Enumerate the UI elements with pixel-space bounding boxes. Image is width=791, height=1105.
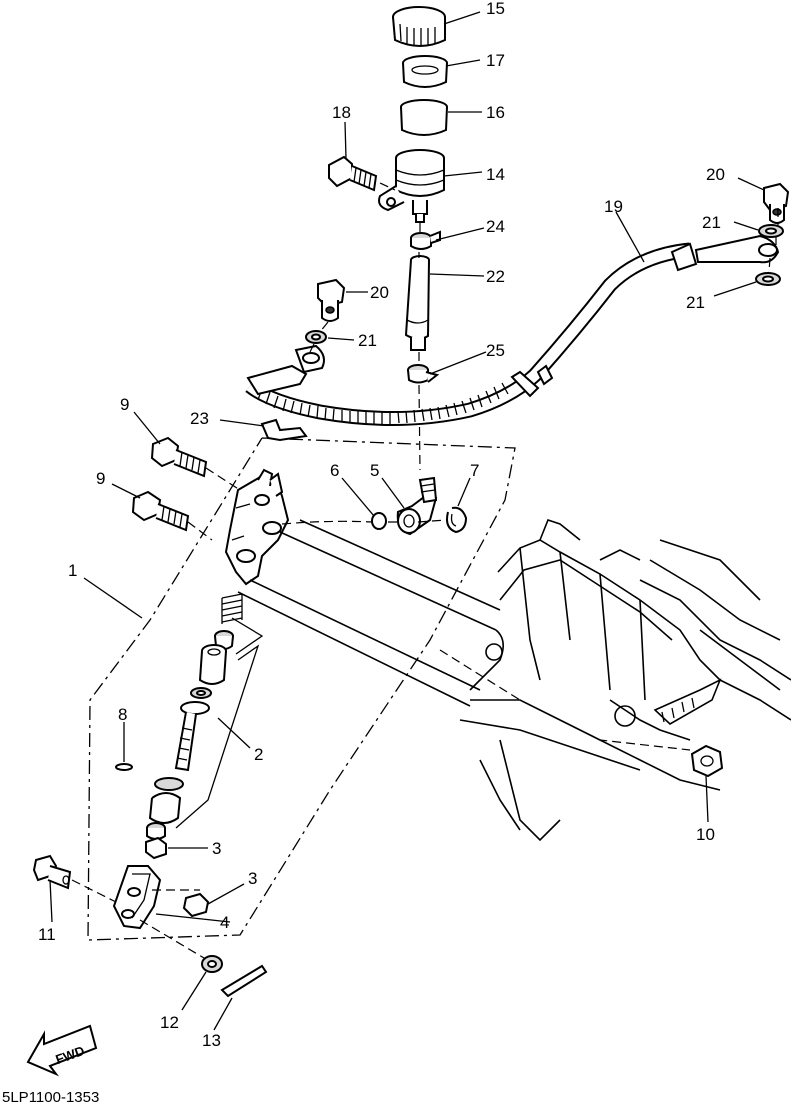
callout-25: 25 (486, 341, 505, 360)
washer[interactable] (201, 955, 223, 973)
callout-4: 4 (220, 913, 229, 932)
callout-15: 15 (486, 0, 505, 18)
cotter-pin[interactable] (220, 964, 268, 998)
master-cylinder[interactable] (224, 468, 290, 586)
hose-clip-lower[interactable] (407, 364, 440, 384)
leader-lines (49, 11, 765, 1031)
callout-23: 23 (190, 409, 209, 428)
callout-6: 6 (330, 461, 339, 480)
callout-16: 16 (486, 103, 505, 122)
cup-secondary[interactable] (190, 687, 212, 699)
hose-guide[interactable] (260, 418, 308, 442)
callout-21-right-lower: 21 (686, 293, 705, 312)
callout-14: 14 (486, 165, 505, 184)
callout-24: 24 (486, 217, 505, 236)
reservoir-bolt[interactable] (328, 155, 378, 192)
cap-plate[interactable] (402, 55, 448, 88)
callout-10: 10 (696, 825, 715, 844)
push-rod[interactable] (174, 701, 210, 772)
assembly-boundary (87, 437, 516, 941)
callout-18: 18 (332, 103, 351, 122)
reservoir-tank[interactable] (378, 149, 445, 223)
clevis-nut[interactable] (182, 892, 210, 918)
o-ring[interactable] (371, 512, 387, 530)
diagram-code: 5LP1100-1353 (2, 1089, 99, 1105)
callout-20-left: 20 (370, 283, 389, 302)
callout-8: 8 (118, 705, 127, 724)
cotter-pin-small[interactable] (115, 763, 133, 771)
diaphragm[interactable] (400, 99, 448, 136)
callout-17: 17 (486, 51, 505, 70)
callout-12: 12 (160, 1013, 179, 1032)
rod-boot[interactable] (148, 777, 184, 824)
copper-washer-right-upper[interactable] (758, 224, 784, 238)
callout-2: 2 (254, 745, 263, 764)
piston[interactable] (198, 644, 227, 685)
mounting-bolt-lower[interactable] (131, 490, 190, 532)
reservoir-hose[interactable] (404, 255, 430, 351)
circlip[interactable] (446, 506, 468, 534)
hose-joint[interactable] (396, 476, 438, 536)
union-bolt-right[interactable] (763, 182, 790, 224)
callout-20-right: 20 (706, 165, 725, 184)
hose-clip-upper[interactable] (410, 230, 441, 250)
fwd-arrow-icon: FWD (26, 1024, 98, 1077)
callout-5: 5 (370, 461, 379, 480)
copper-washer-left[interactable] (305, 330, 327, 344)
callout-1: 1 (68, 561, 77, 580)
callout-19: 19 (604, 197, 623, 216)
callout-11: 11 (38, 925, 56, 944)
mounting-bolt-upper[interactable] (150, 436, 208, 478)
callout-3-upper: 3 (212, 839, 221, 858)
clevis-pin[interactable] (32, 854, 72, 890)
return-spring[interactable] (221, 593, 243, 624)
callout-21-left: 21 (358, 331, 377, 350)
union-bolt-left[interactable] (317, 278, 346, 322)
callout-7: 7 (470, 461, 479, 480)
frame-nut[interactable] (690, 744, 724, 778)
callout-9-lower: 9 (96, 469, 105, 488)
callout-22: 22 (486, 267, 505, 286)
lock-nut[interactable] (145, 822, 167, 860)
bracket-2 (175, 617, 264, 829)
callout-13: 13 (202, 1031, 221, 1050)
frame-structure (237, 519, 791, 842)
clevis[interactable] (112, 865, 162, 930)
brake-hose[interactable] (245, 234, 780, 427)
callout-3-lower: 3 (248, 869, 257, 888)
callout-21-right-upper: 21 (702, 213, 721, 232)
callout-9-upper: 9 (120, 395, 129, 414)
copper-washer-right-lower[interactable] (755, 272, 781, 286)
reservoir-cap[interactable] (392, 6, 446, 47)
